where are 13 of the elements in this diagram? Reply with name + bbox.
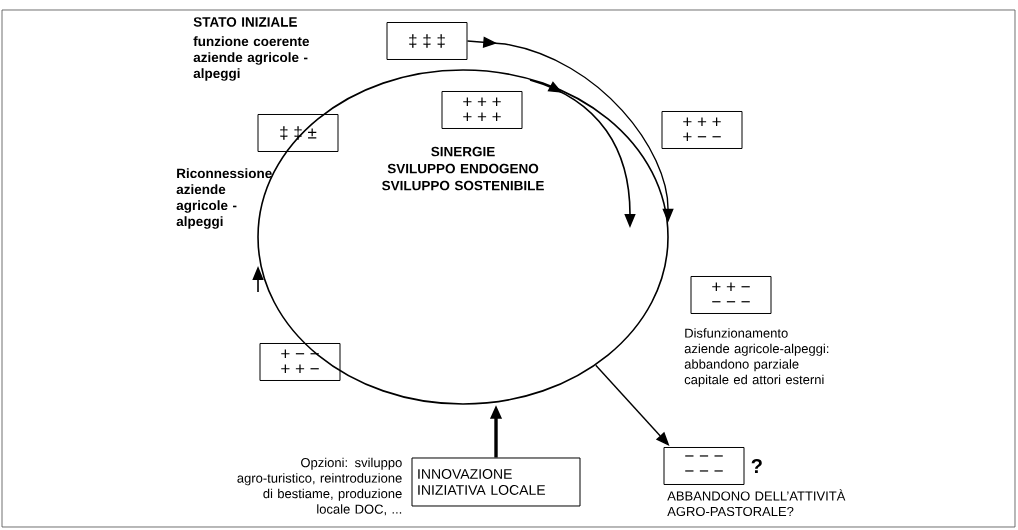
note: Riconnessione aziende agricole - alpeggi <box>176 168 272 229</box>
heading: STATO INIZIALE <box>193 17 297 27</box>
note: funzione coerente aziende agricole - alpeggi <box>193 36 309 81</box>
symbol-box: − − − − − − <box>663 447 745 485</box>
symbol-box: ‡ ‡ ‡ <box>386 22 468 60</box>
note: Opzioni: sviluppo agro-turistico, reintroduzione di bestiame, produzione locale DOC, ... <box>237 457 402 516</box>
symbol-box: + + + + − − <box>661 111 743 149</box>
note: ABBANDONO DELL’ATTIVITÀ AGRO-PASTORALE? <box>667 489 846 517</box>
process-box: INNOVAZIONE INIZIATIVA LOCALE <box>411 457 581 507</box>
symbol-box: + + − − − − <box>690 276 772 314</box>
symbol-box: + + + + + + <box>441 91 523 129</box>
question-mark: ? <box>751 459 762 473</box>
note: Disfunzionamento aziende agricole-alpeggi: abbandono parziale capitale ed attori esterni <box>684 328 829 387</box>
